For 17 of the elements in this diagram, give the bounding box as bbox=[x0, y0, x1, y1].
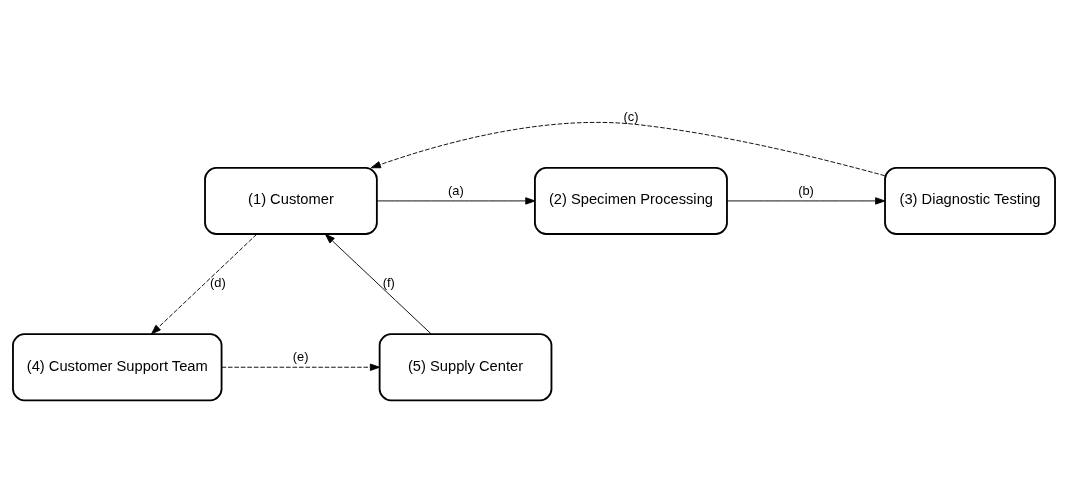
edge-label: (c) bbox=[623, 108, 639, 124]
edge-label: (f) bbox=[382, 274, 395, 290]
node-box: (4) Customer Support Team bbox=[12, 332, 223, 401]
edge-label: (b) bbox=[798, 182, 814, 198]
arrow bbox=[221, 363, 381, 371]
arrow bbox=[151, 233, 258, 334]
edge-label: (d) bbox=[210, 274, 226, 290]
arrow bbox=[370, 121, 886, 176]
edge-label: (a) bbox=[448, 182, 464, 198]
arrow bbox=[726, 196, 886, 205]
node-box: (1) Customer bbox=[204, 166, 378, 235]
node-box: (2) Specimen Processing bbox=[534, 166, 728, 235]
arrow bbox=[325, 233, 432, 334]
arrow bbox=[376, 196, 536, 205]
node-box: (5) Supply Center bbox=[378, 332, 553, 401]
node-box: (3) Diagnostic Testing bbox=[884, 166, 1056, 235]
edge-label: (e) bbox=[292, 348, 309, 364]
